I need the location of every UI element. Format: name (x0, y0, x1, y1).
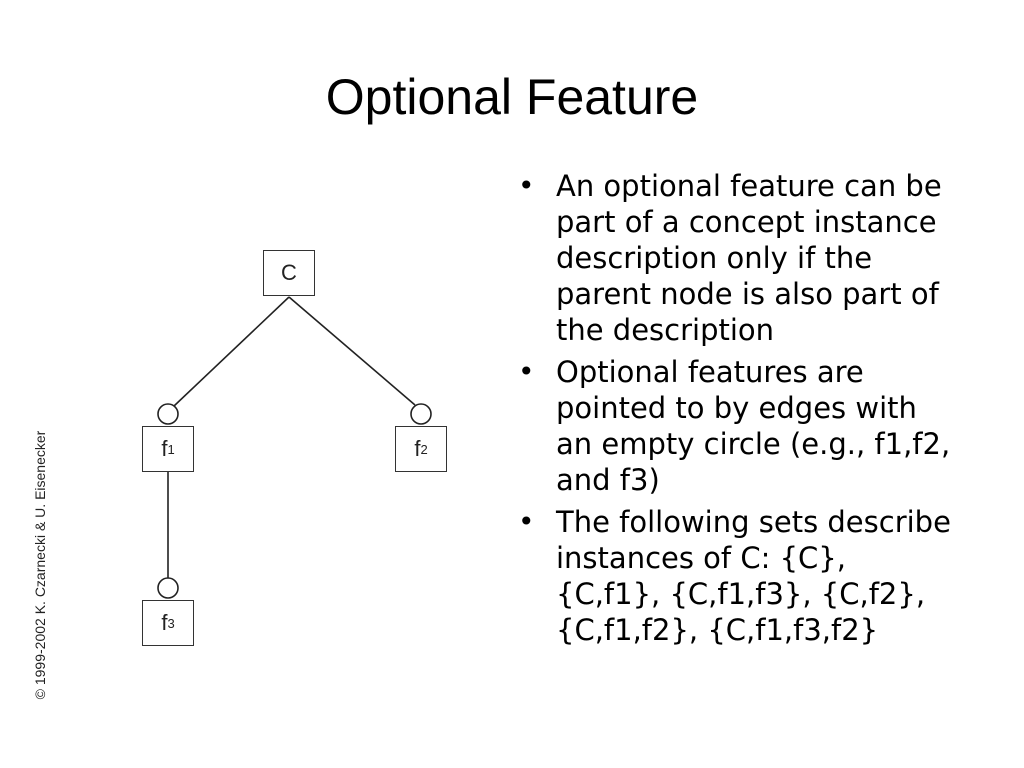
node-f1-subscript: 1 (167, 441, 175, 457)
node-c-label: C (281, 260, 297, 285)
node-f2-subscript: 2 (420, 441, 428, 457)
node-f3-label: f (161, 610, 168, 635)
bullet-list: An optional feature can be part of a con… (518, 168, 958, 654)
edge-c-f2 (288, 296, 416, 406)
bullet-item: The following sets describe instances of… (518, 504, 958, 648)
optional-circle-f2 (410, 403, 432, 425)
slide-title: Optional Feature (325, 69, 699, 125)
edge-c-f1 (173, 296, 290, 407)
node-f2-label: f (414, 436, 421, 461)
optional-circle-f1 (157, 403, 179, 425)
node-f3-subscript: 3 (167, 615, 175, 631)
optional-circle-f3 (157, 577, 179, 599)
node-f1-label: f (161, 436, 168, 461)
bullet-item: Optional features are pointed to by edge… (518, 354, 958, 498)
node-c: C (263, 250, 315, 296)
bullet-item: An optional feature can be part of a con… (518, 168, 958, 348)
